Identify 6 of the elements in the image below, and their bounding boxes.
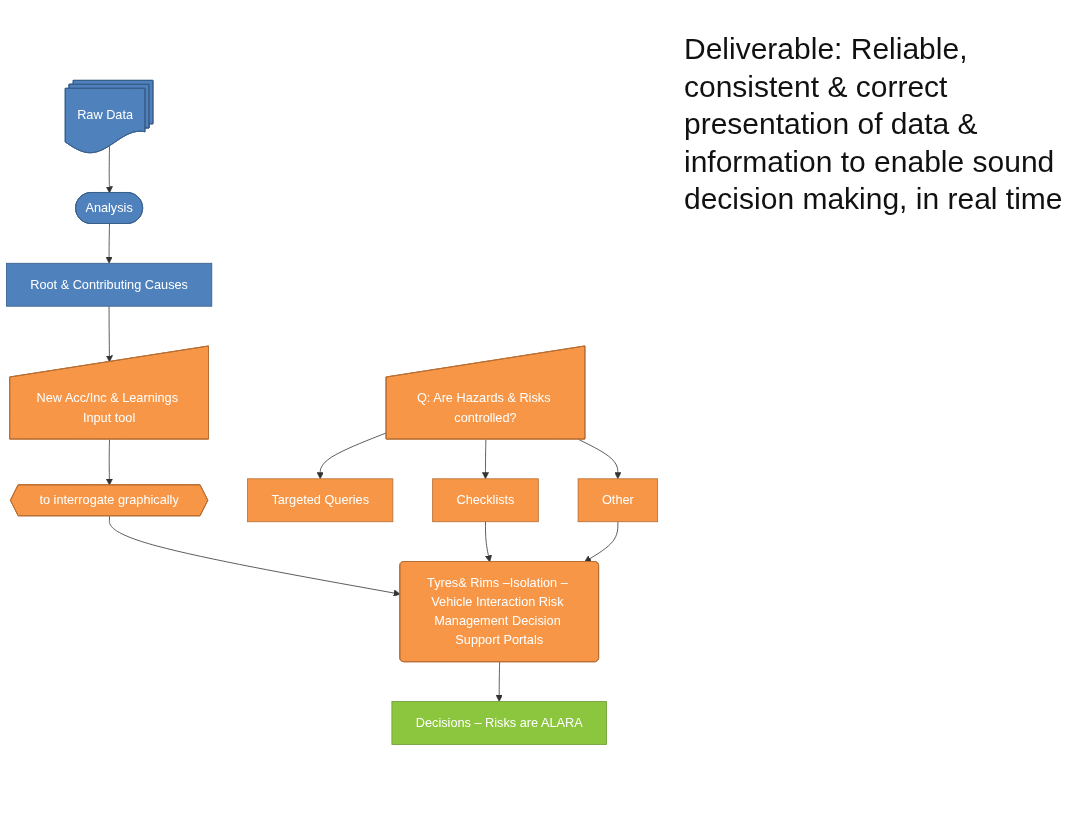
node-box: Decisions – Risks are ALARA <box>391 700 607 745</box>
node-box: Checklists <box>432 478 539 522</box>
node-box: Root & Contributing Causes <box>5 262 213 307</box>
deliverable-note: Deliverable: Reliable, consistent & correct presentation of data & information to enable sound decision making, in real time <box>684 31 1064 217</box>
node-box: Targeted Queries <box>247 478 394 522</box>
node-box: Other <box>577 478 659 522</box>
